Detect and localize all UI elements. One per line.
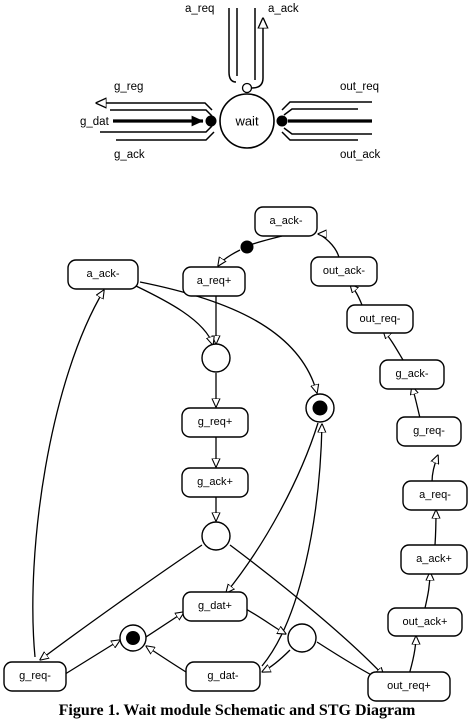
g-ack-wire bbox=[100, 125, 213, 133]
edge-aackleft-to-p1 bbox=[135, 285, 213, 345]
svg-text:a_req-: a_req- bbox=[419, 489, 451, 501]
svg-text:a_req+: a_req+ bbox=[197, 275, 232, 287]
edge-pright-to-gdatminus bbox=[262, 649, 291, 672]
svg-text:out_ack-: out_ack- bbox=[323, 265, 366, 277]
trans-a-ack-minus-top: a_ack- bbox=[254, 206, 318, 237]
edge-gdatminus-to-pmarked bbox=[261, 424, 322, 667]
edge-pbottom-to-gdatplus bbox=[145, 612, 184, 638]
trans-g-ack-plus: g_ack+ bbox=[181, 467, 249, 498]
out-ack-wire bbox=[283, 127, 372, 135]
svg-text:out_req-: out_req- bbox=[360, 313, 401, 325]
p-after-gack bbox=[201, 521, 231, 551]
svg-text:a_ack+: a_ack+ bbox=[416, 553, 452, 565]
a-req-wire bbox=[228, 8, 237, 83]
label-g-ack: g_ack bbox=[114, 149, 145, 161]
edge-gdatminus-to-pbottom bbox=[146, 646, 187, 673]
trans-g-req-minus-left: g_req- bbox=[3, 661, 67, 692]
edge-pmarked-to-gdatplus bbox=[226, 422, 319, 593]
edge-greq-to-gack bbox=[412, 386, 421, 419]
p-bottom-right bbox=[287, 623, 317, 653]
trans-g-req-minus-right: g_req- bbox=[396, 416, 462, 447]
label-out-req: out_req bbox=[340, 81, 379, 93]
svg-text:g_ack-: g_ack- bbox=[395, 368, 428, 380]
figure-caption: Figure 1. Wait module Schematic and STG … bbox=[58, 702, 416, 719]
edge-ptop-to-areq bbox=[218, 249, 241, 266]
edge-p2-to-outreqplus bbox=[229, 544, 384, 676]
wait-module bbox=[219, 93, 275, 149]
label-a-ack: a_ack bbox=[268, 3, 299, 15]
edge-outack-to-aack bbox=[424, 572, 430, 609]
p-right-of-gack bbox=[305, 393, 335, 423]
trans-a-ack-minus-left: a_ack- bbox=[67, 259, 139, 290]
svg-text:g_req-: g_req- bbox=[413, 425, 445, 437]
trans-a-ack-plus: a_ack+ bbox=[400, 544, 468, 575]
trans-out-ack-minus: out_ack- bbox=[310, 256, 378, 287]
stg-transitions: a_ack- a_req+ out_ack- a_ack- out_req- g… bbox=[3, 206, 468, 702]
out-ack-wire-2 bbox=[281, 131, 358, 141]
edge-greqleft-to-aackleft bbox=[32, 290, 104, 658]
label-g-dat: g_dat bbox=[80, 116, 110, 128]
trans-g-dat-minus: g_dat- bbox=[185, 661, 261, 692]
trans-g-dat-plus: g_dat+ bbox=[182, 591, 248, 622]
svg-text:g_ack+: g_ack+ bbox=[197, 476, 233, 488]
a-ack-wire bbox=[251, 18, 263, 89]
trans-a-req-plus: a_req+ bbox=[182, 266, 246, 297]
p-bottom-left bbox=[119, 624, 147, 652]
stg-places bbox=[119, 240, 335, 653]
svg-text:g_req-: g_req- bbox=[19, 670, 51, 682]
svg-text:g_dat-: g_dat- bbox=[207, 670, 239, 682]
trans-out-req-plus: out_req+ bbox=[367, 671, 451, 702]
svg-text:out_req+: out_req+ bbox=[387, 680, 431, 692]
out-req-wire-2 bbox=[283, 108, 358, 116]
wait-schematic: wait a_req a_ack g_reg g_dat g_ack out_r… bbox=[80, 3, 381, 161]
edge-outreq-to-outack bbox=[350, 284, 363, 306]
svg-text:a_ack-: a_ack- bbox=[269, 215, 302, 227]
edge-areq-to-greq bbox=[432, 455, 438, 483]
svg-text:g_dat+: g_dat+ bbox=[198, 600, 232, 612]
out-dat-port bbox=[276, 115, 288, 127]
g-req-wire-2 bbox=[110, 109, 213, 117]
svg-text:a_ack-: a_ack- bbox=[86, 268, 119, 280]
edge-gdatplus-to-pright bbox=[245, 608, 286, 634]
edge-aack-to-areq bbox=[435, 510, 436, 546]
wait-label: wait bbox=[234, 114, 259, 129]
edge-p2-to-greqleft bbox=[40, 544, 203, 660]
p-after-areq bbox=[201, 343, 231, 373]
trans-out-ack-plus: out_ack+ bbox=[387, 607, 463, 637]
g-ack-wire-2 bbox=[116, 131, 215, 141]
label-out-ack: out_ack bbox=[340, 149, 381, 161]
p-arc-top bbox=[240, 240, 254, 254]
out-req-wire bbox=[281, 101, 372, 111]
svg-text:g_req+: g_req+ bbox=[198, 416, 233, 428]
edge-aackleft-to-pmarked bbox=[139, 281, 317, 393]
svg-text:out_ack+: out_ack+ bbox=[403, 616, 448, 628]
trans-out-req-minus: out_req- bbox=[346, 304, 414, 334]
g-dat-port bbox=[205, 115, 217, 127]
g-req-wire bbox=[96, 103, 213, 111]
a-req-port bbox=[241, 82, 253, 94]
trans-g-ack-minus: g_ack- bbox=[379, 359, 445, 390]
label-a-req: a_req bbox=[185, 3, 214, 15]
edge-greqleft-to-pbottom bbox=[61, 640, 120, 677]
trans-a-req-minus: a_req- bbox=[402, 480, 468, 511]
trans-g-req-plus: g_req+ bbox=[181, 407, 249, 438]
label-g-req: g_reg bbox=[114, 81, 143, 93]
